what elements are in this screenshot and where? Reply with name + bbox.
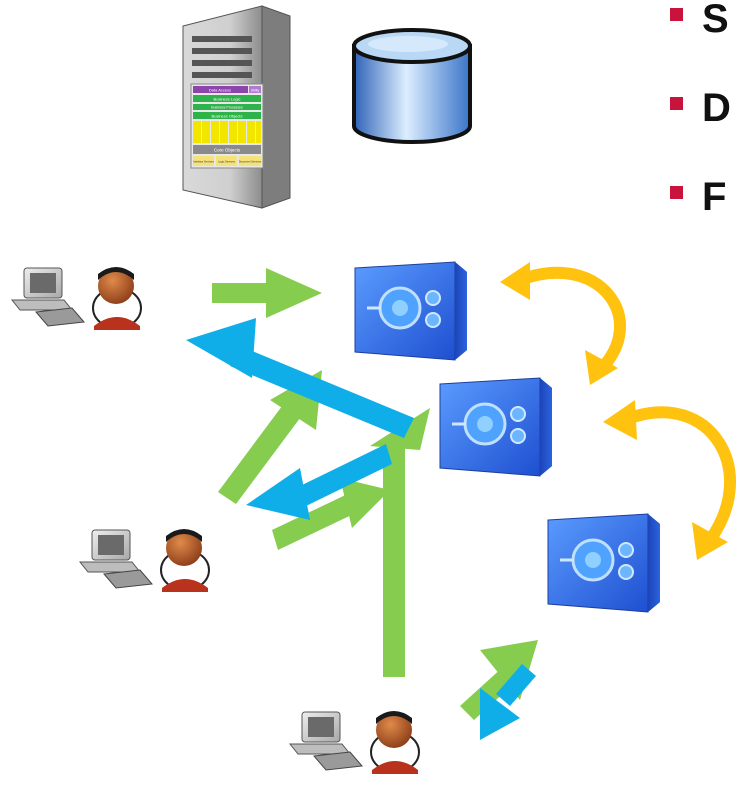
core-objects-label: Core Objects <box>214 148 241 153</box>
utility-label: Utility <box>251 89 260 93</box>
bullet-item-2: D <box>702 86 731 130</box>
vault-safe-icon <box>547 513 660 613</box>
bullet-list: S D F <box>670 0 731 219</box>
core-objects-layer <box>193 145 261 154</box>
computer-user-icon <box>288 711 420 774</box>
software-stack-panel: Data Access Utility Business Logic Busin… <box>190 83 264 169</box>
bullet-marker <box>670 8 683 21</box>
vault-safe-icon <box>354 261 467 361</box>
replication-arrow <box>628 406 736 544</box>
interface-services-label: Interface Services <box>193 160 214 164</box>
document-services-box <box>239 156 261 166</box>
data-access-label: Data Access <box>209 88 231 93</box>
utility-layer <box>249 86 261 93</box>
data-access-layer <box>193 86 248 93</box>
replication-arrowhead <box>692 522 728 560</box>
database-cylinder-icon <box>352 28 472 144</box>
interface-services-box <box>193 156 214 166</box>
business-objects-label: Business Objects <box>212 114 243 119</box>
request-arrow <box>212 268 322 318</box>
response-arrow <box>246 444 392 520</box>
vault-safe-icon <box>439 377 552 477</box>
replication-arrowhead <box>585 350 618 385</box>
bullet-item-3: F <box>702 175 726 219</box>
bullet-marker <box>670 186 683 199</box>
response-arrow <box>186 318 414 438</box>
business-objects-layer <box>193 112 261 119</box>
replication-arrowhead <box>500 262 530 300</box>
computer-user-icon <box>78 529 210 592</box>
logic-services-label: Logic Services <box>218 160 236 164</box>
business-logic-layer <box>193 95 261 102</box>
request-arrow <box>272 478 390 550</box>
replication-arrow <box>517 266 626 375</box>
business-processes-layer <box>193 104 261 110</box>
document-services-label: Document Services <box>239 160 262 164</box>
replication-arrowhead <box>603 400 637 440</box>
object-columns <box>193 121 261 143</box>
business-processes-label: Business Processes <box>211 106 243 110</box>
business-logic-label: Business Logic <box>214 97 241 102</box>
bullet-item-1: S <box>702 0 729 41</box>
response-arrow <box>480 664 536 740</box>
logic-services-box <box>216 156 237 166</box>
bullet-marker <box>670 97 683 110</box>
computer-user-icon <box>10 267 142 330</box>
